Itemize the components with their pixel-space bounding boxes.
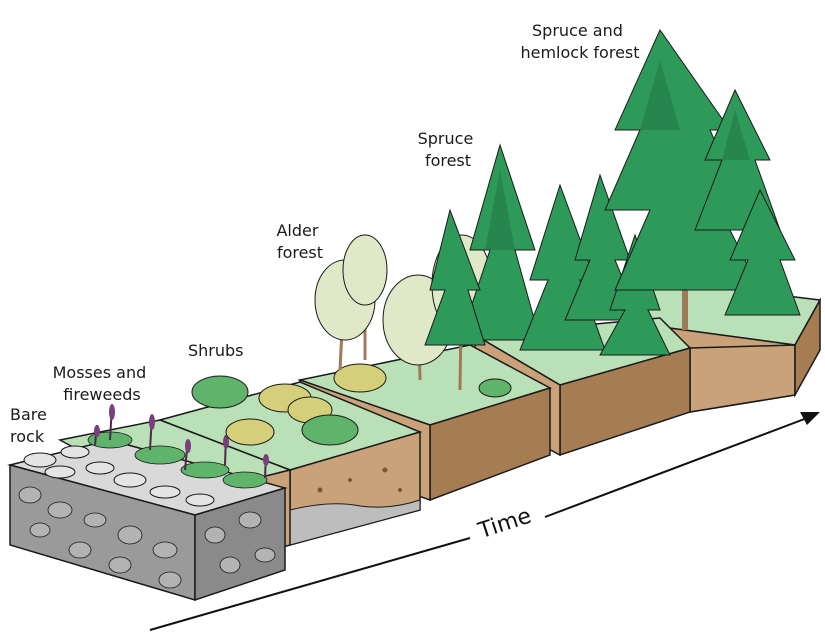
label-alder-forest: Alder forest — [276, 221, 323, 262]
hemlock-trees — [604, 28, 801, 330]
label-shrubs: Shrubs — [188, 341, 244, 360]
stage-labels: Bare rock Mosses and fireweeds Shrubs Al… — [10, 21, 640, 446]
label-bare-rock: Bare rock — [10, 405, 52, 446]
label-spruce-forest: Spruce forest — [418, 129, 479, 170]
block-shrubs — [157, 381, 423, 546]
time-label: Time — [475, 504, 535, 545]
block-bare-rock — [7, 439, 288, 602]
label-spruce-hemlock: Spruce and hemlock forest — [520, 21, 639, 62]
label-mosses-fireweeds: Mosses and fireweeds — [53, 363, 152, 404]
moss-patches — [87, 431, 268, 489]
tree-shading — [485, 60, 750, 250]
shrubs — [191, 363, 512, 446]
